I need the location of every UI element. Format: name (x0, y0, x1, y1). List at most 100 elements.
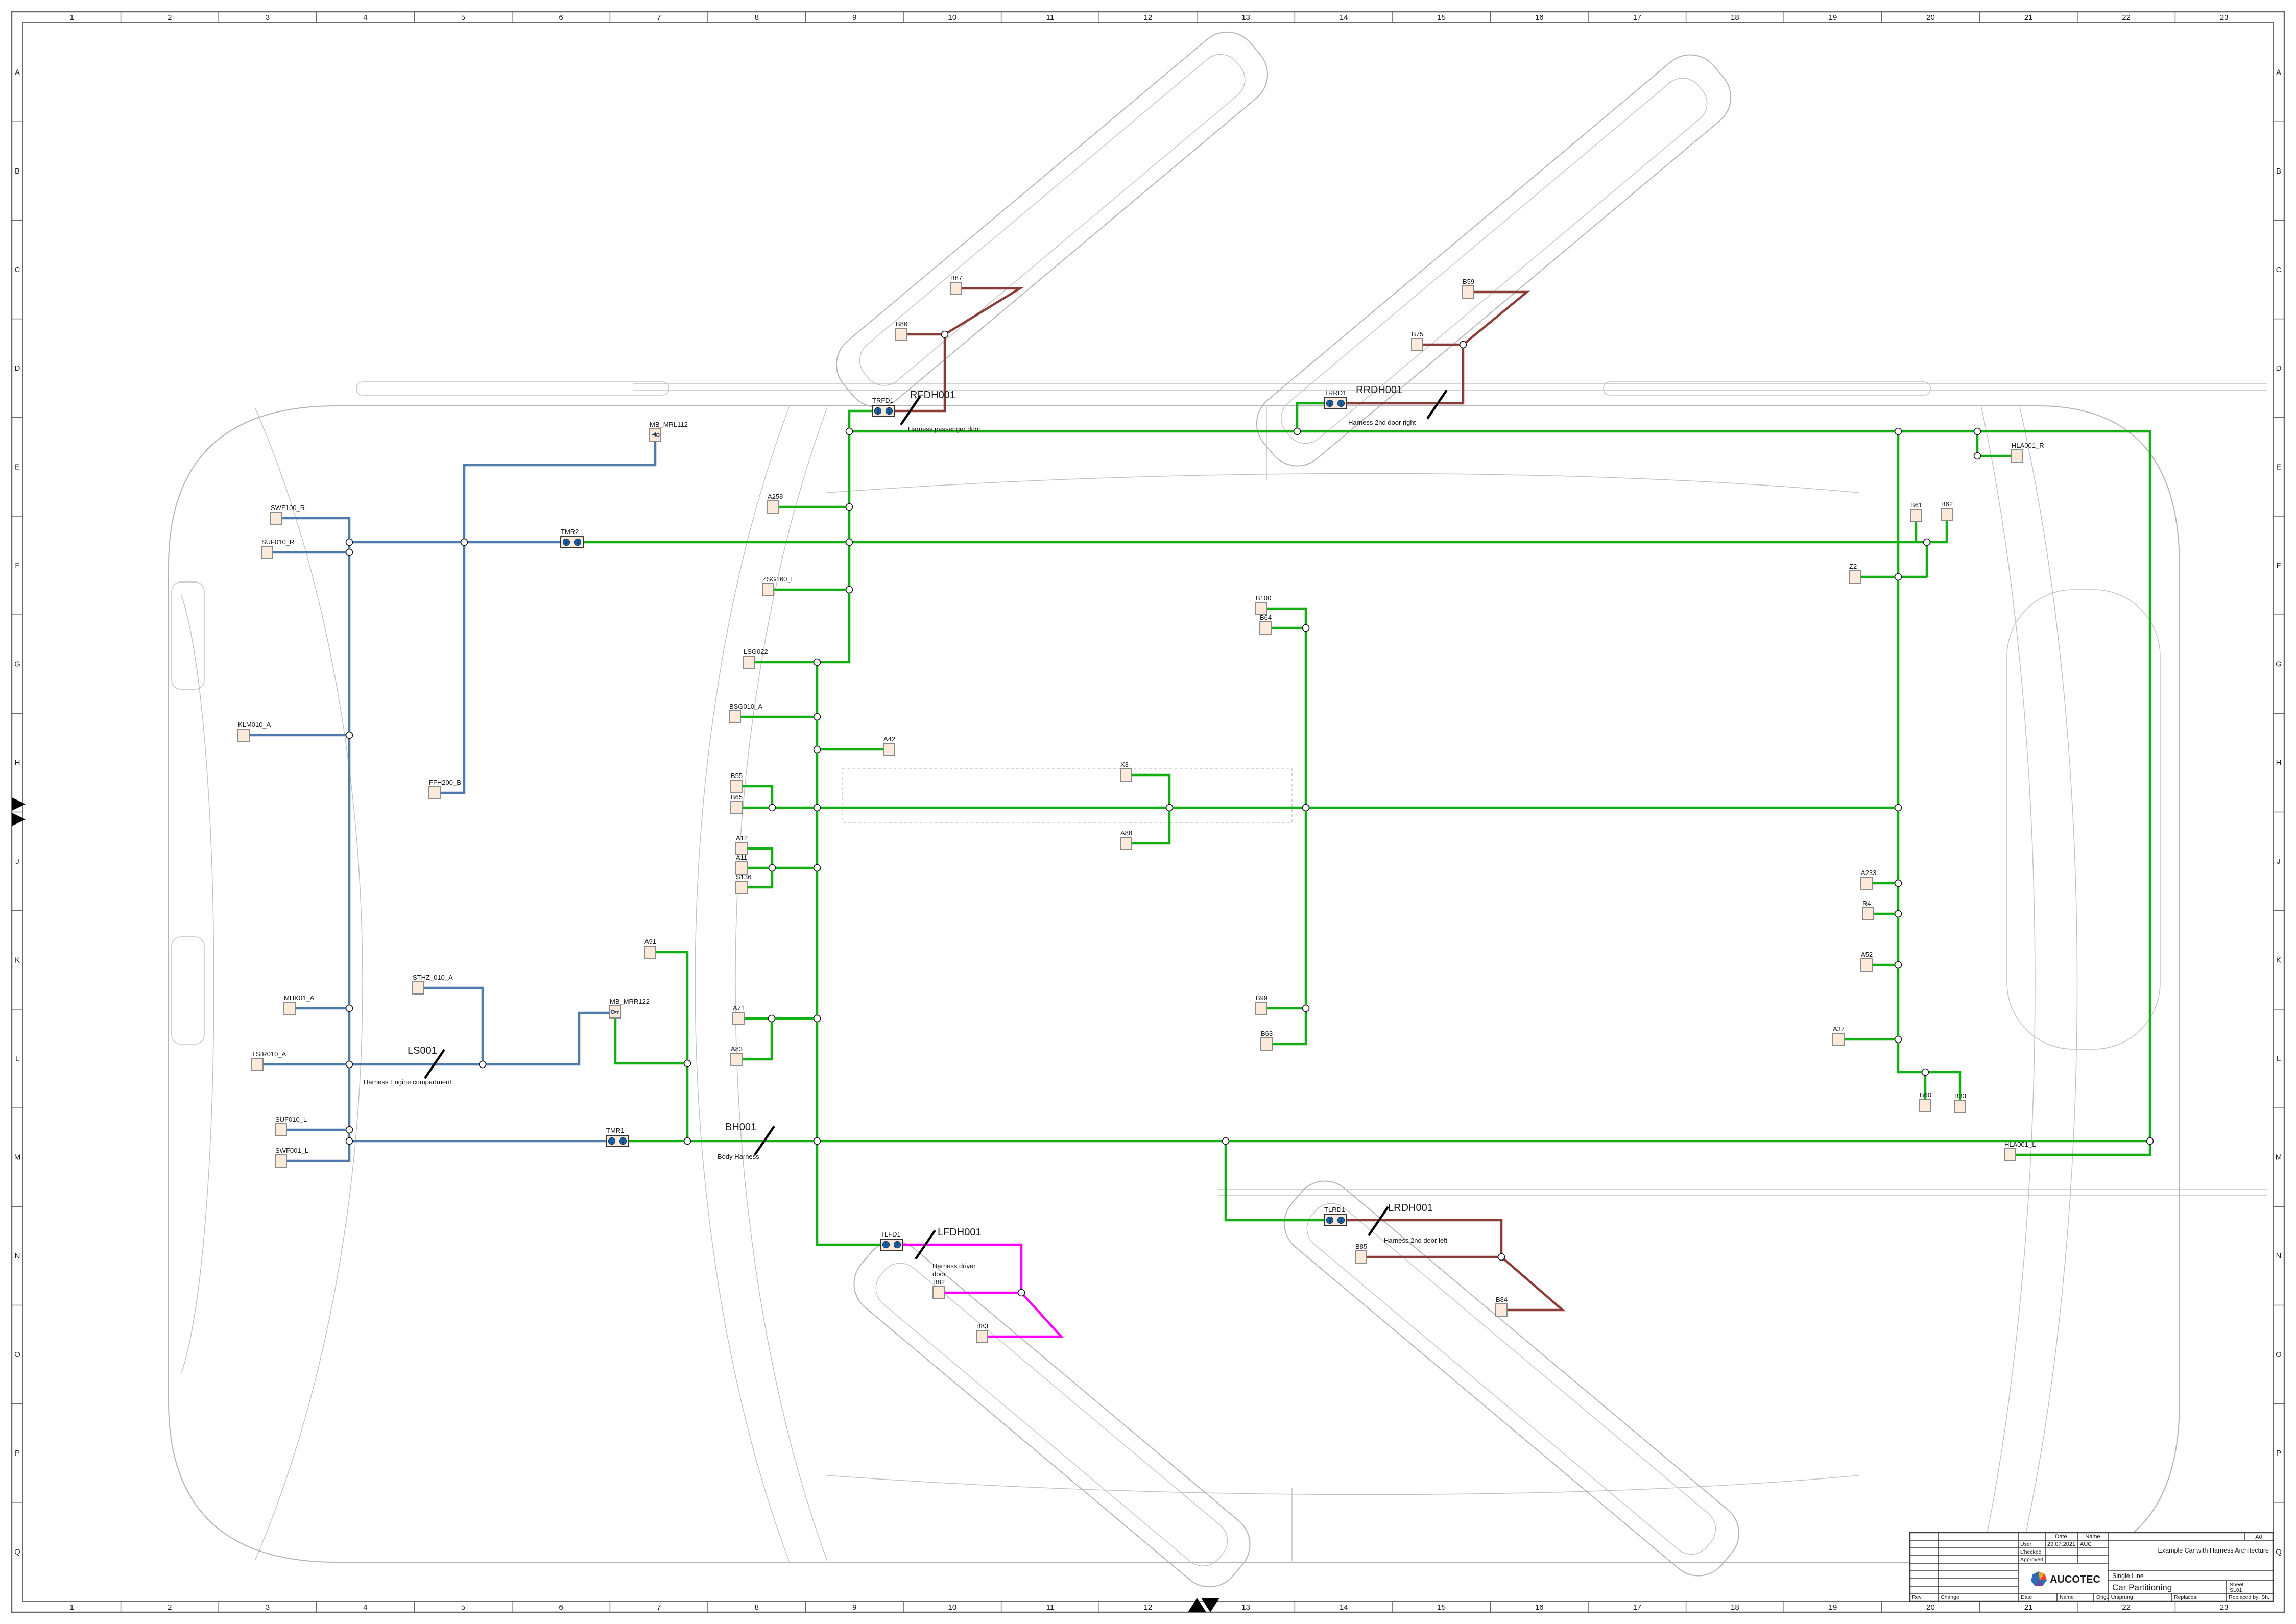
component-box[interactable] (732, 1012, 745, 1025)
component-box[interactable] (730, 780, 743, 793)
component-box[interactable] (275, 1123, 287, 1136)
component-box[interactable] (1832, 1033, 1845, 1046)
component-B62[interactable]: B62 (1941, 500, 1953, 521)
component-A71[interactable]: A71 (732, 1004, 745, 1025)
component-box[interactable] (735, 842, 748, 855)
component-box[interactable] (1355, 1250, 1367, 1264)
component-box[interactable] (1941, 508, 1953, 521)
component-A12[interactable]: A12 (735, 834, 748, 855)
wire-green-24[interactable] (736, 1019, 773, 1061)
component-Z2[interactable]: Z2 (1849, 563, 1861, 584)
component-SUF010_R[interactable]: SUF010_R (261, 538, 294, 559)
connector-pin[interactable] (885, 407, 893, 415)
wire-maroon-45[interactable] (944, 287, 1024, 335)
component-B87[interactable]: B87 (950, 274, 962, 295)
wire-green-33[interactable] (1296, 402, 1330, 431)
wire-blue-40[interactable] (418, 986, 484, 1064)
wire-blue-37[interactable] (435, 435, 657, 794)
component-box[interactable] (1120, 837, 1132, 850)
component-box[interactable] (1259, 621, 1272, 635)
component-B55[interactable]: B55 (730, 772, 743, 793)
wire-green-30[interactable] (1261, 607, 1307, 1046)
component-B85[interactable]: B85 (1355, 1243, 1367, 1264)
wire-green-28[interactable] (1224, 1141, 1330, 1222)
component-B64[interactable]: B64 (1259, 614, 1272, 635)
component-box[interactable] (895, 328, 907, 341)
component-box[interactable] (237, 729, 250, 742)
component-box[interactable] (735, 861, 748, 875)
component-MB_MRR122[interactable]: MB_MRR122 (609, 998, 650, 1019)
component-box[interactable] (950, 282, 962, 295)
connector-pin[interactable] (1337, 399, 1345, 407)
component-box[interactable] (428, 786, 441, 799)
component-MHK01_A[interactable]: MHK01_A (283, 994, 315, 1015)
wire-maroon-46[interactable] (1341, 343, 1465, 405)
wire-magenta-51[interactable] (982, 1292, 1064, 1338)
component-MB_MRL112[interactable]: MB_MRL112 (649, 421, 688, 442)
component-KLM010_A[interactable]: KLM010_A (237, 721, 271, 742)
component-B65[interactable]: B65 (730, 793, 743, 814)
wire-blue-41[interactable] (257, 1011, 615, 1066)
connector-pin[interactable] (562, 538, 570, 546)
component-B63[interactable]: B63 (1260, 1030, 1273, 1051)
component-box[interactable] (270, 512, 282, 525)
connector-pin[interactable] (619, 1137, 627, 1145)
component-B99[interactable]: B99 (1255, 994, 1267, 1015)
component-A258[interactable]: A258 (767, 493, 783, 514)
component-box[interactable] (1120, 768, 1132, 782)
component-box[interactable] (1860, 958, 1873, 972)
component-box[interactable] (932, 1286, 945, 1299)
component-B100[interactable]: B100 (1255, 594, 1271, 615)
component-box[interactable] (767, 500, 779, 514)
component-B33[interactable]: B33 (1954, 1092, 1966, 1113)
component-box[interactable] (261, 546, 273, 559)
connector-pin[interactable] (874, 407, 882, 415)
wire-blue-34[interactable] (276, 517, 351, 1162)
component-SWF001_L[interactable]: SWF001_L (275, 1147, 308, 1168)
component-box[interactable] (1411, 338, 1423, 351)
component-box[interactable] (1919, 1099, 1931, 1112)
component-B84[interactable]: B84 (1495, 1296, 1508, 1317)
wire-green-1[interactable] (849, 430, 2151, 1156)
component-box[interactable] (730, 801, 743, 814)
component-box[interactable] (762, 583, 774, 596)
connector-pin[interactable] (882, 1241, 890, 1249)
component-B59[interactable]: B59 (1462, 278, 1474, 299)
wire-magenta-50[interactable] (897, 1243, 1023, 1294)
component-box[interactable] (743, 656, 755, 669)
component-SWF100_R[interactable]: SWF100_R (270, 504, 305, 525)
connector-pin[interactable] (893, 1241, 901, 1249)
component-box[interactable] (1255, 602, 1267, 615)
wire-green-0[interactable] (816, 409, 886, 1246)
component-S136[interactable]: S136 (735, 873, 751, 894)
component-A233[interactable]: A233 (1860, 869, 1876, 890)
component-box[interactable] (1495, 1303, 1508, 1317)
component-box[interactable] (1910, 509, 1922, 522)
wire-maroon-48[interactable] (1341, 1219, 1503, 1258)
component-box[interactable] (1462, 285, 1474, 299)
component-BSG010_A[interactable]: BSG010_A (729, 702, 762, 723)
connector-pin[interactable] (573, 538, 582, 546)
component-box[interactable] (283, 1002, 296, 1015)
connector-pin[interactable] (1326, 1216, 1334, 1224)
connector-pin[interactable] (608, 1137, 616, 1145)
component-box[interactable] (251, 1058, 264, 1071)
component-B86[interactable]: B86 (895, 320, 907, 341)
component-box[interactable] (412, 981, 424, 995)
component-box[interactable] (730, 1053, 743, 1066)
component-STHZ_010_A[interactable]: STHZ_010_A (412, 974, 453, 995)
wire-green-29[interactable] (1126, 773, 1171, 845)
component-FFH200_B[interactable]: FFH200_B (428, 779, 461, 799)
wire-green-17[interactable] (742, 868, 774, 889)
wire-green-26[interactable] (614, 1012, 687, 1065)
component-box[interactable] (1862, 907, 1874, 920)
component-box[interactable] (883, 743, 895, 756)
component-HLA001_R[interactable]: HLA001_R (2011, 442, 2044, 463)
component-B61[interactable]: B61 (1910, 501, 1922, 522)
component-box[interactable] (1954, 1100, 1966, 1113)
